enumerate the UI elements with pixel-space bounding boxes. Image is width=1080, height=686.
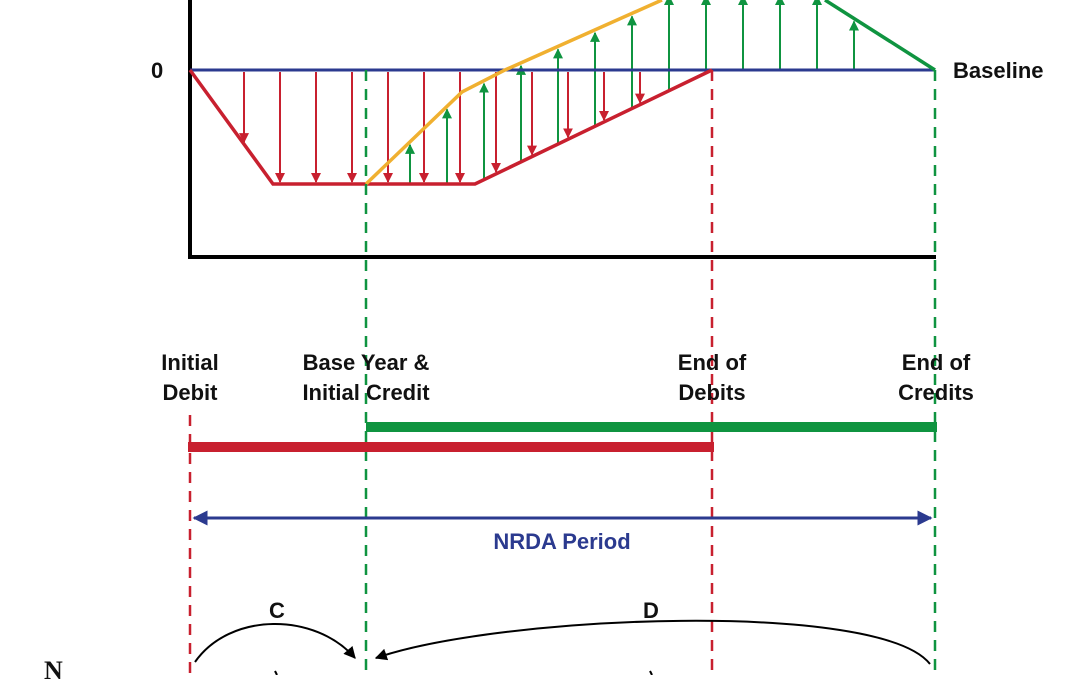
recovery-curve: [364, 0, 663, 186]
nrda-period-label: NRDA Period: [493, 529, 631, 554]
tick-mark-right: [649, 670, 653, 675]
debit-curve: [188, 68, 713, 186]
baseline-label: Baseline: [953, 58, 1044, 83]
end-of-debits-line2: Debits: [678, 380, 746, 405]
base-year-line1: Base Year &: [302, 350, 430, 375]
base-year-label: Base Year & Initial Credit: [276, 348, 456, 408]
zero-label: 0: [151, 58, 164, 83]
interval-c-arc: [194, 623, 356, 663]
end-of-credits-line1: End of: [901, 350, 971, 375]
debit-arrows: [239, 72, 645, 183]
tick-mark-left: [274, 670, 278, 675]
end-of-debits-label: End of Debits: [652, 348, 772, 408]
interval-d-arc: [374, 619, 931, 665]
credit-curve: [824, 0, 936, 72]
credit-arrows: [405, 0, 859, 183]
initial-debit-line1: Initial: [161, 350, 219, 375]
initial-debit-line2: Debit: [162, 380, 218, 405]
end-of-credits-label: End of Credits: [876, 348, 996, 408]
base-year-line2: Initial Credit: [302, 380, 430, 405]
interval-d-label: D: [643, 598, 659, 623]
end-of-credits-line2: Credits: [898, 380, 974, 405]
initial-debit-label: Initial Debit: [130, 348, 250, 408]
end-of-debits-line1: End of: [677, 350, 747, 375]
partial-text: N: [44, 656, 63, 685]
interval-c-label: C: [269, 598, 285, 623]
